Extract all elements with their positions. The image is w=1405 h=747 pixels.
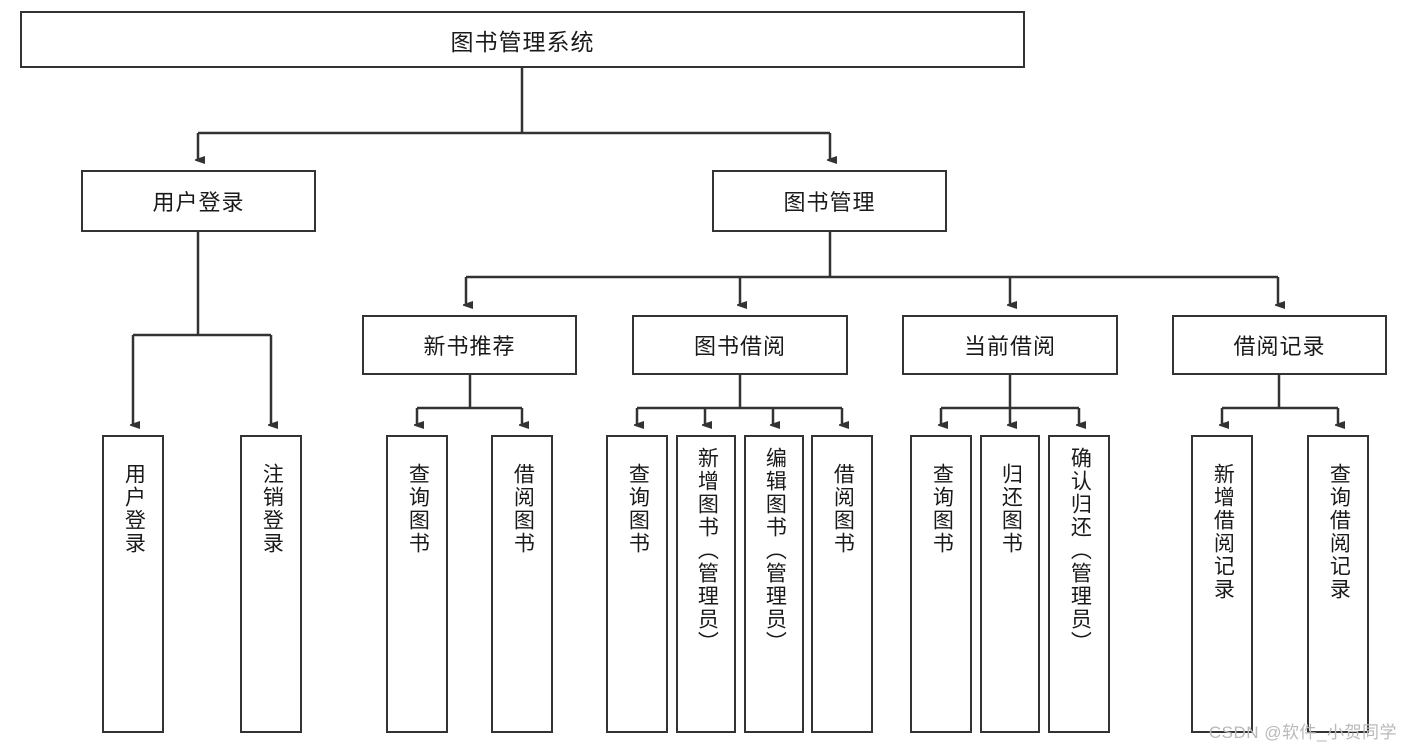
leaf-new-book-borrow[interactable]: 借阅图书 — [491, 435, 553, 733]
node-label: 编辑图书（管理员） — [763, 447, 787, 654]
node-label: 图书管理系统 — [450, 28, 595, 55]
node-label: 归还图书 — [999, 463, 1023, 555]
node-label: 用户登录 — [122, 463, 146, 555]
node-label: 查询图书 — [406, 463, 430, 555]
node-current-borrow[interactable]: 当前借阅 — [902, 315, 1118, 375]
leaf-book-borrow-query[interactable]: 查询图书 — [606, 435, 668, 733]
node-label: 查询借阅记录 — [1327, 463, 1351, 601]
watermark-text: CSDN @软件_小贺同学 — [1208, 723, 1397, 742]
leaf-new-book-query[interactable]: 查询图书 — [386, 435, 448, 733]
node-label: 借阅记录 — [1233, 334, 1326, 359]
node-new-book-recommend[interactable]: 新书推荐 — [362, 315, 577, 375]
node-label: 查询图书 — [626, 463, 650, 555]
node-label: 图书借阅 — [693, 334, 786, 359]
node-book-management[interactable]: 图书管理 — [712, 170, 947, 232]
node-label: 新增借阅记录 — [1211, 463, 1235, 601]
node-label: 新书推荐 — [423, 334, 516, 359]
leaf-book-borrow-edit-admin[interactable]: 编辑图书（管理员） — [744, 435, 804, 733]
leaf-book-borrow-add-admin[interactable]: 新增图书（管理员） — [676, 435, 736, 733]
leaf-current-borrow-confirm-admin[interactable]: 确认归还（管理员） — [1048, 435, 1110, 733]
node-label: 查询图书 — [930, 463, 954, 555]
leaf-borrow-record-add[interactable]: 新增借阅记录 — [1191, 435, 1253, 733]
node-label: 注销登录 — [260, 463, 284, 555]
leaf-current-borrow-return[interactable]: 归还图书 — [980, 435, 1040, 733]
node-label: 借阅图书 — [511, 463, 535, 555]
node-label: 确认归还（管理员） — [1068, 447, 1092, 654]
leaf-book-borrow-borrow[interactable]: 借阅图书 — [811, 435, 873, 733]
node-user-login[interactable]: 用户登录 — [81, 170, 316, 232]
node-label: 用户登录 — [152, 190, 245, 215]
node-label: 新增图书（管理员） — [695, 447, 719, 654]
leaf-borrow-record-query[interactable]: 查询借阅记录 — [1307, 435, 1369, 733]
node-label: 当前借阅 — [963, 334, 1056, 359]
leaf-current-borrow-query[interactable]: 查询图书 — [910, 435, 972, 733]
leaf-user-login-login[interactable]: 用户登录 — [102, 435, 164, 733]
node-borrow-record[interactable]: 借阅记录 — [1172, 315, 1387, 375]
node-label: 图书管理 — [783, 190, 876, 215]
node-label: 借阅图书 — [831, 463, 855, 555]
leaf-user-login-logout[interactable]: 注销登录 — [240, 435, 302, 733]
node-root-book-management-system[interactable]: 图书管理系统 — [20, 11, 1025, 68]
node-book-borrow[interactable]: 图书借阅 — [632, 315, 848, 375]
